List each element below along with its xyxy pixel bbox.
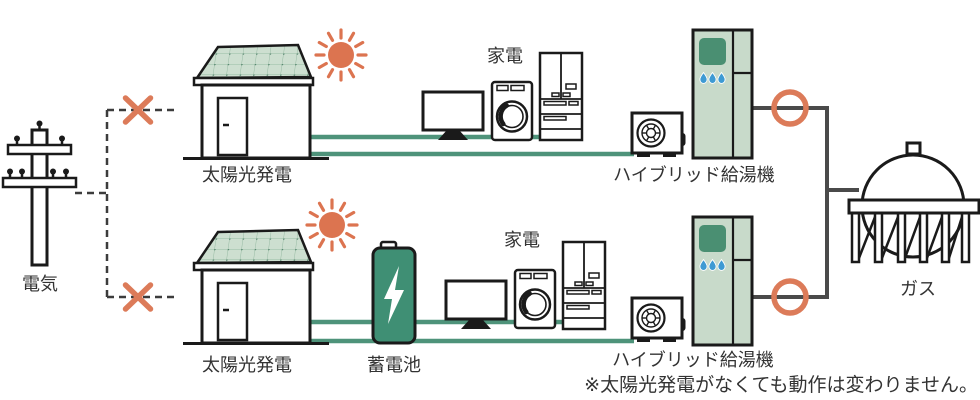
water-heater-label-top: ハイブリッド給湯機: [613, 164, 775, 185]
appliances-label-top: 家電: [487, 46, 523, 66]
hybrid-water-heater-icon-bottom: [693, 217, 752, 345]
tv-icon-top: [421, 90, 485, 142]
power-pole-icon: [1, 119, 78, 267]
washing-machine-icon-bottom: [515, 270, 555, 328]
house-solar-icon-bottom: [181, 228, 331, 345]
gas-connector-line: [752, 106, 859, 299]
washing-machine-icon-top: [492, 82, 532, 140]
heat-pump-icon-bottom: [630, 296, 686, 344]
refrigerator-icon-top: [538, 51, 584, 142]
energy-line-bottom-battery: [298, 267, 378, 325]
solar-label-bottom: 太陽光発電: [202, 355, 292, 375]
sun-icon-bottom: [305, 198, 359, 252]
gas-tank-icon: [847, 141, 980, 264]
battery-label: 蓄電池: [367, 355, 421, 375]
solar-label-top: 太陽光発電: [202, 165, 292, 185]
water-heater-label-bottom: ハイブリッド給湯機: [612, 349, 774, 370]
grid-disconnect-dashed-line: [75, 108, 176, 299]
storage-battery-icon: [371, 240, 417, 345]
lightning-bolt-icon: [384, 266, 404, 324]
electricity-label: 電気: [22, 274, 58, 294]
appliances-label-bottom: 家電: [504, 230, 540, 250]
gas-label: ガス: [900, 279, 936, 299]
refrigerator-icon-bottom: [561, 240, 607, 331]
hybrid-water-heater-icon-top: [693, 30, 752, 158]
sun-icon-top: [314, 28, 368, 82]
heat-pump-icon-top: [630, 111, 686, 159]
house-solar-icon-top: [181, 43, 331, 160]
footnote-text: ※太陽光発電がなくても動作は変わりません。: [584, 374, 978, 396]
